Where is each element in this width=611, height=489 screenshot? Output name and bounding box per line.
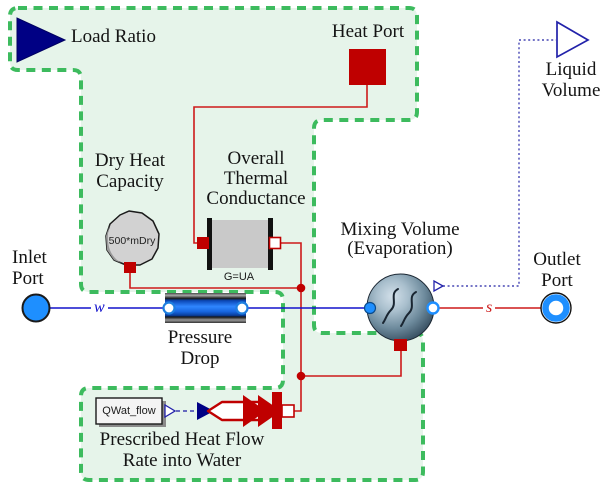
liquid-volume-label: Liquid Volume xyxy=(541,59,601,101)
thermal-conductance-label: Overall Thermal Conductance xyxy=(206,148,306,209)
heat-flow-port[interactable] xyxy=(281,404,295,418)
conductance-formula-label: G=UA xyxy=(223,271,255,283)
capacity-formula-label: 500*mDry xyxy=(108,235,156,247)
steam-line-label: s xyxy=(483,297,496,318)
connection-capacitor-to-bus[interactable] xyxy=(129,272,301,289)
mixing-volume-label: Mixing Volume (Evaporation) xyxy=(340,219,460,259)
load-ratio-label: Load Ratio xyxy=(71,26,156,47)
heat-arrow-chevron xyxy=(243,395,266,427)
prescribed-heat-flow-label: Prescribed Heat Flow Rate into Water xyxy=(99,429,265,471)
qwat-flow-source-block[interactable] xyxy=(95,397,166,427)
conductor-left-wall xyxy=(207,218,212,270)
mixing-volume-sphere[interactable] xyxy=(363,273,445,351)
pressure-drop-label: Pressure Drop xyxy=(167,327,233,369)
fluid-squiggle xyxy=(382,288,399,324)
dry-heat-capacity-label: Dry Heat Capacity xyxy=(94,150,166,192)
inlet-port-label: Inlet Port xyxy=(12,247,47,289)
volume-port-b[interactable] xyxy=(426,301,440,315)
junction-dot xyxy=(296,371,306,381)
heat-arrow-bar xyxy=(272,392,282,429)
heat-port-connector[interactable] xyxy=(349,49,386,85)
realinput-filled-triangle[interactable] xyxy=(197,402,214,420)
volume-port-a[interactable] xyxy=(363,301,377,315)
outlet-port-connector[interactable] xyxy=(540,292,572,324)
heat-flow-input-connector[interactable] xyxy=(164,403,177,419)
dry-heat-capacitor[interactable] xyxy=(105,210,160,273)
thermal-conductor[interactable] xyxy=(197,218,282,270)
conductor-port-b[interactable] xyxy=(268,236,282,250)
connection-liquid-volume-signal[interactable] xyxy=(443,39,556,287)
connection-bus-to-volume-heatport[interactable] xyxy=(301,351,402,377)
volume-level-output[interactable] xyxy=(433,279,445,293)
outlet-port-label: Outlet Port xyxy=(533,249,581,291)
pipe-port-a[interactable] xyxy=(162,301,176,315)
capacitor-shading xyxy=(106,224,126,265)
heat-arrow-chevron xyxy=(258,395,281,427)
load-ratio-input-connector[interactable] xyxy=(16,17,67,63)
heat-port-label: Heat Port xyxy=(331,21,405,42)
inlet-port-connector[interactable] xyxy=(21,293,51,323)
liquid-volume-output-connector[interactable] xyxy=(556,20,590,59)
prescribed-heat-flow[interactable] xyxy=(206,392,295,429)
capacitor-heat-port[interactable] xyxy=(124,262,136,273)
fluid-squiggle xyxy=(400,291,417,327)
pressure-drop-pipe[interactable] xyxy=(162,293,249,323)
volume-heat-port[interactable] xyxy=(394,339,407,351)
connection-heatport-to-conductor[interactable] xyxy=(193,85,368,244)
connection-conductor-to-heatflow-bus[interactable] xyxy=(280,242,302,412)
water-line-label: w xyxy=(91,297,108,318)
qwat-flow-signal-label: QWat_flow xyxy=(102,405,156,417)
conductor-port-a[interactable] xyxy=(197,237,209,249)
junction-dot xyxy=(296,283,306,293)
pipe-port-b[interactable] xyxy=(235,301,249,315)
